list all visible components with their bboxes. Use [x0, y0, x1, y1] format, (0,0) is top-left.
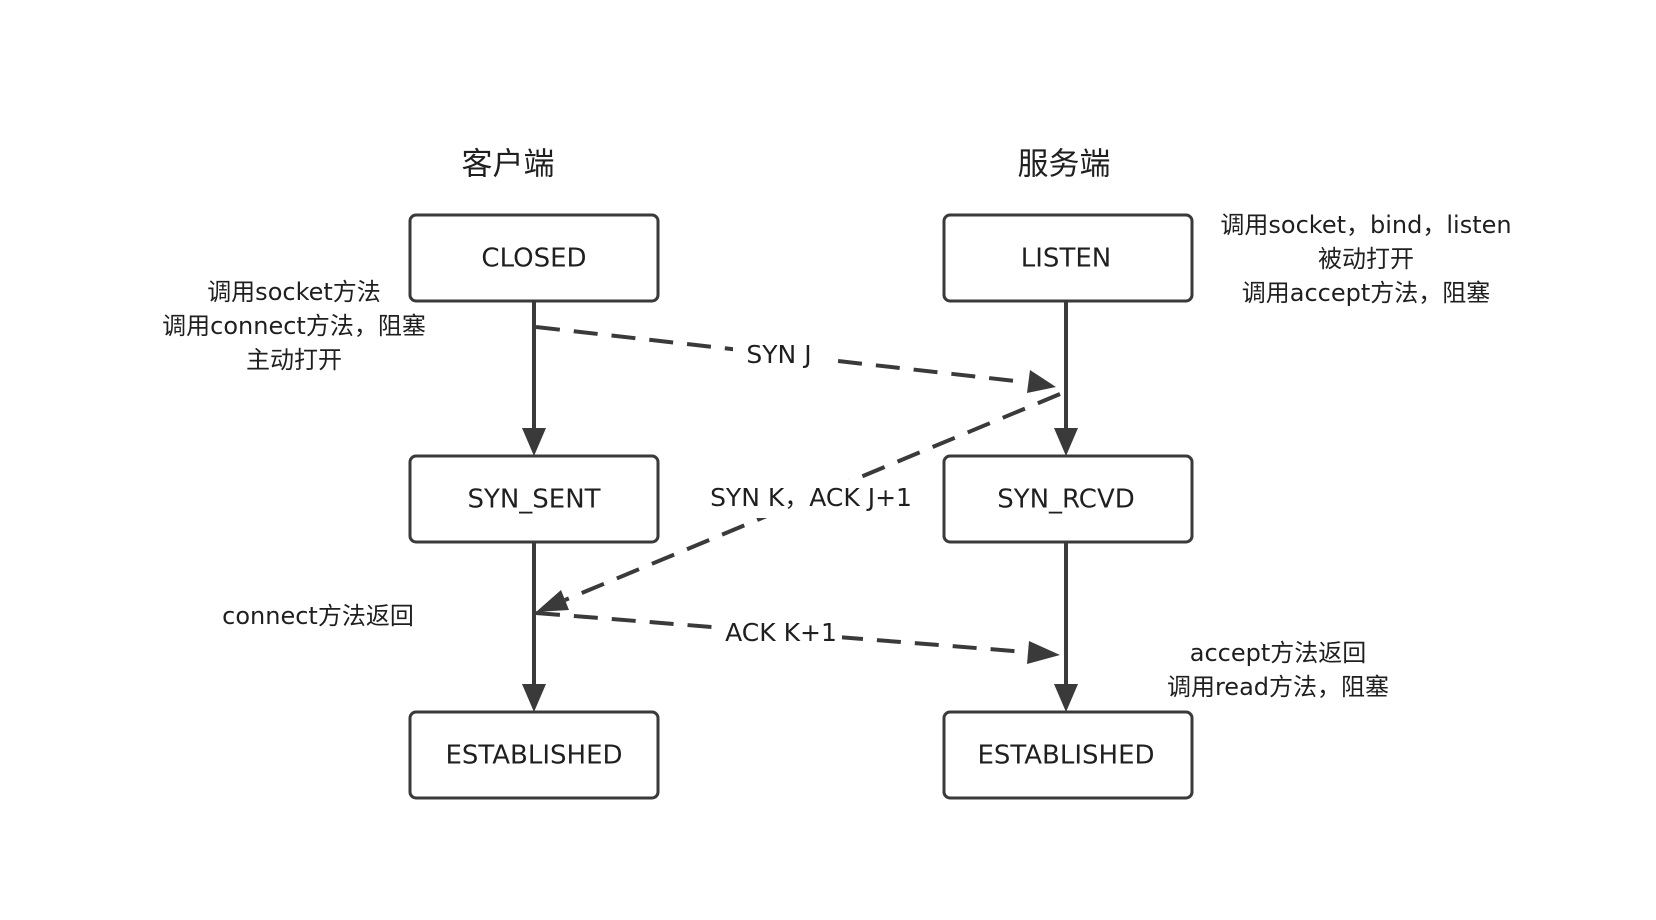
ack-label-bg — [720, 616, 842, 652]
client-note-line-1: 调用socket方法 — [207, 278, 381, 306]
server-synrcvd-label: SYN_RCVD — [997, 485, 1135, 515]
syn-label-bg — [733, 338, 825, 374]
client-note-line-3: 主动打开 — [246, 346, 342, 374]
client-synsent-state — [408, 454, 660, 544]
server-listen-label: LISTEN — [1021, 244, 1111, 274]
syn-ack-label-bg — [698, 480, 924, 518]
server-note-line-3: 调用accept方法，阻塞 — [1242, 279, 1491, 307]
client-closed-label: CLOSED — [481, 244, 586, 274]
server-synrcvd-state — [942, 454, 1194, 544]
client-closed-state — [408, 213, 660, 303]
server-established-label: ESTABLISHED — [977, 741, 1154, 771]
server-established-state — [942, 710, 1194, 800]
syn-message-label: SYN J — [746, 340, 811, 369]
server-synrcvd-to-established-arrowhead — [1054, 684, 1078, 712]
server-listen-to-synrcvd-arrowhead — [1054, 428, 1078, 456]
server-return-note-line-2: 调用read方法，阻塞 — [1167, 673, 1389, 701]
client-established-label: ESTABLISHED — [445, 741, 622, 771]
server-listen-state — [942, 213, 1194, 303]
client-closed-to-synsent-arrowhead — [522, 428, 546, 456]
client-synsent-to-established-arrowhead — [522, 684, 546, 712]
client-synsent-label: SYN_SENT — [467, 485, 600, 515]
server-note-line-2: 被动打开 — [1318, 245, 1414, 273]
ack-message-arrowhead — [1027, 641, 1060, 664]
server-note-line-1: 调用socket，bind，listen — [1220, 211, 1511, 239]
syn-ack-message-arrowhead — [536, 590, 569, 612]
ack-message-label: ACK K+1 — [725, 618, 837, 647]
server-return-note-line-1: accept方法返回 — [1190, 639, 1367, 667]
syn-ack-message-label: SYN K，ACK J+1 — [710, 483, 912, 512]
client-header: 客户端 — [462, 147, 555, 183]
client-return-note: connect方法返回 — [222, 602, 414, 630]
server-header: 服务端 — [1018, 147, 1111, 183]
client-established-state — [408, 710, 660, 800]
syn-message-arrowhead — [1027, 370, 1056, 393]
client-note-line-2: 调用connect方法，阻塞 — [162, 312, 426, 340]
